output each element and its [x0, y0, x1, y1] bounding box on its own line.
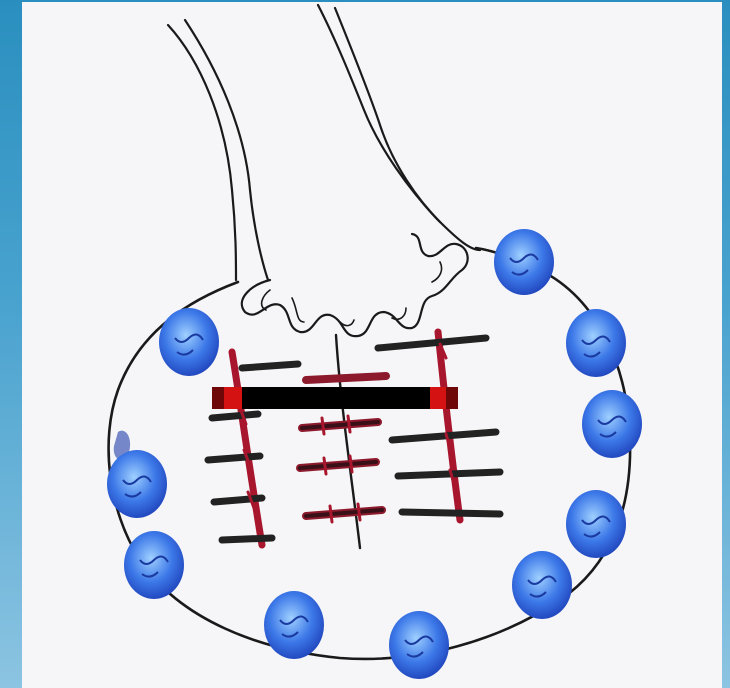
black-bar-icon [212, 387, 458, 409]
blue-sphere-icon [264, 591, 324, 659]
blue-sphere-icon [389, 611, 449, 679]
particles-layer [107, 229, 642, 679]
blue-sphere-icon [159, 308, 219, 376]
blue-sphere-icon [494, 229, 554, 295]
blue-sphere-icon [582, 390, 642, 458]
stalk-outline [168, 5, 480, 280]
blue-sphere-icon [566, 490, 626, 558]
blue-sphere-icon [566, 309, 626, 377]
blue-sphere-icon [512, 551, 572, 619]
blue-sphere-icon [107, 450, 167, 518]
chromosome-cluster [208, 332, 500, 548]
blue-sphere-icon [124, 531, 184, 599]
scalloped-lobes [242, 234, 468, 336]
